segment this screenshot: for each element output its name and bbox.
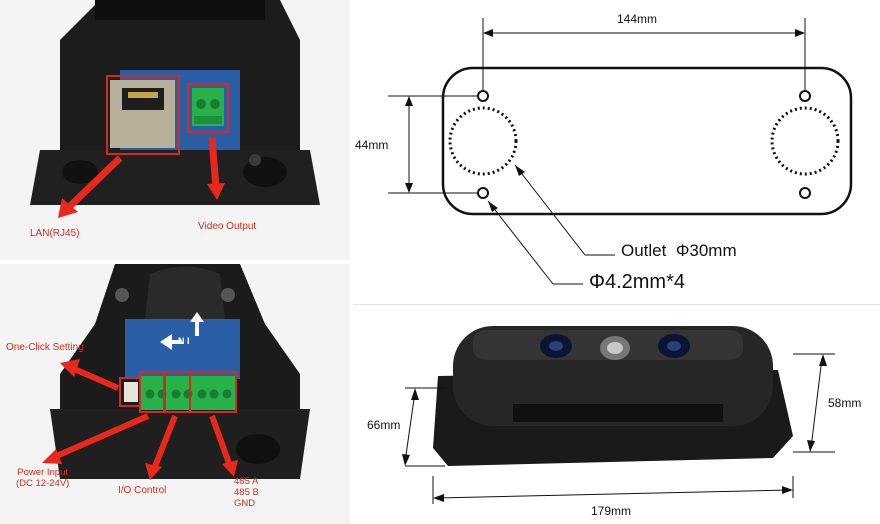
rs485-gnd-label: 485 A 485 B GND <box>234 476 259 509</box>
power-input-label-line1: Power Input <box>17 467 69 478</box>
video-output-label: Video Output <box>198 221 257 232</box>
outlet-dimension: Φ30mm <box>675 241 737 260</box>
one-click-setting-label: One-Click Setting <box>6 342 84 353</box>
device-dimension-photo: 66mm 58mm 179mm <box>353 308 880 524</box>
device-dimension-photo-art <box>402 326 835 504</box>
rs485-a-label: 485 A <box>234 476 259 487</box>
plate-height-label: 44mm <box>355 138 389 152</box>
power-input-label-line2: (DC 12-24V) <box>16 478 70 489</box>
mounting-hole-drawing: 144mm 44mm Outlet Φ30mm Φ4.2mm*4 <box>353 0 880 300</box>
lan-rj45-label: LAN(RJ45) <box>30 228 80 239</box>
connector-photo-lan-video: LAN(RJ45) Video Output <box>0 0 350 260</box>
mounting-hole-drawing-art <box>388 18 853 285</box>
rs485-b-label: 485 B <box>234 487 259 498</box>
power-input-label: Power Input (DC 12-24V) <box>16 467 69 489</box>
connector-photo-lan-video-art <box>30 0 320 218</box>
gnd-label: GND <box>234 498 256 509</box>
panel-divider <box>353 304 880 305</box>
outlet-word: Outlet <box>621 241 667 260</box>
device-height-left-label: 66mm <box>367 418 401 432</box>
connector-photo-power-io: N I One-Click Setting Power Input (DC 12… <box>0 264 350 524</box>
connector-photo-power-io-art <box>42 264 310 480</box>
device-length-label: 179mm <box>591 504 632 518</box>
outlet-label: Outlet Φ30mm <box>621 241 737 261</box>
plate-width-label: 144mm <box>617 12 658 26</box>
hole-size-label: Φ4.2mm*4 <box>589 271 685 293</box>
io-control-label: I/O Control <box>118 485 167 496</box>
board-marking: N I <box>178 336 190 346</box>
device-height-right-label: 58mm <box>828 396 862 410</box>
